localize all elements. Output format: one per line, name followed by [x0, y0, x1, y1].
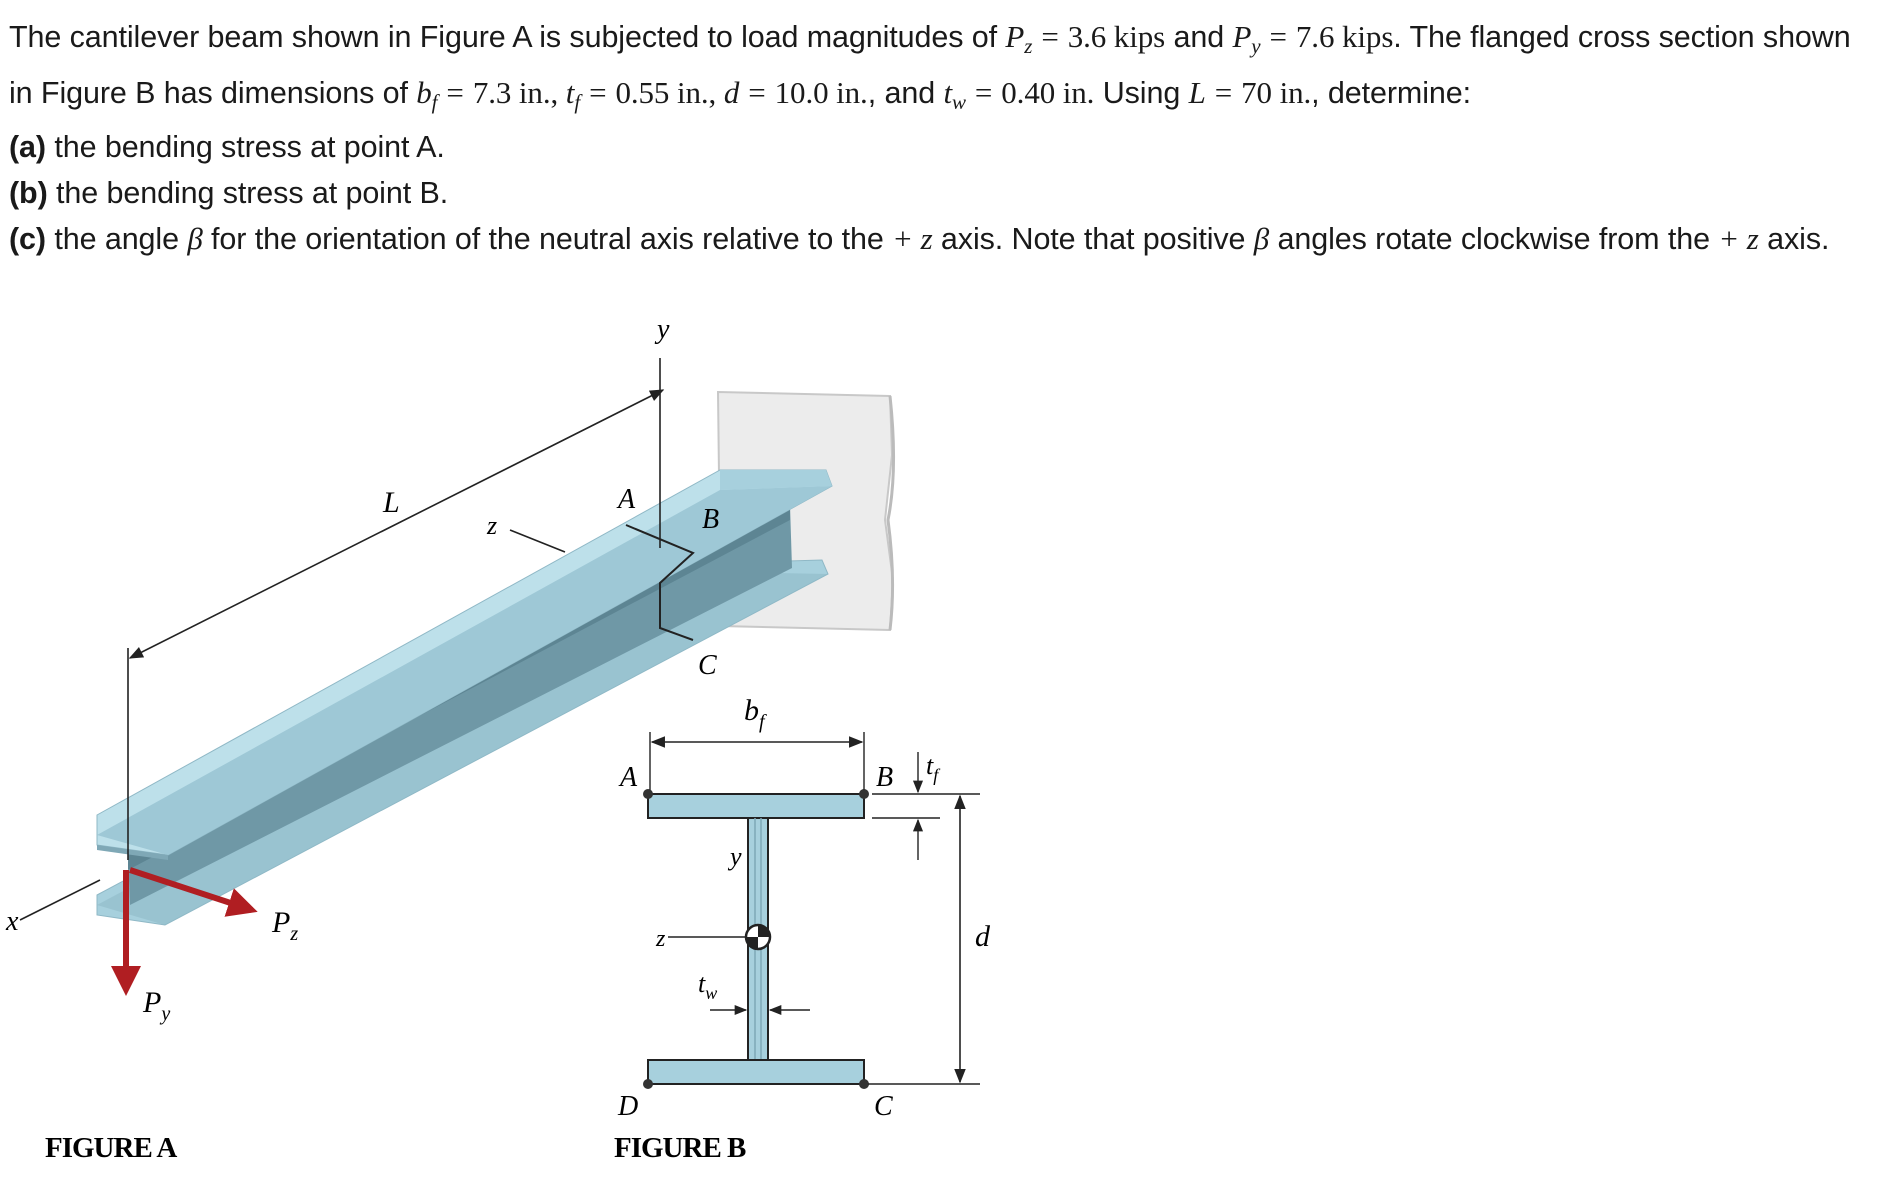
figure-b-caption: FIGURE B: [614, 1132, 746, 1164]
label-A-b: A: [618, 762, 638, 793]
part-c-text-1: the angle: [45, 222, 188, 256]
part-c-text-3: axis. Note that positive: [932, 222, 1254, 256]
part-c-text-2: for the orientation of the neutral axis …: [202, 222, 893, 256]
bottom-flange: [647, 1059, 865, 1085]
label-y: y: [654, 314, 670, 345]
equals: =: [589, 74, 607, 110]
part-b-label: (b): [9, 175, 48, 210]
pz-value: 3.6 kips: [1067, 19, 1166, 54]
using-text: Using: [1094, 75, 1189, 110]
z-axis: [509, 529, 566, 553]
x-axis: [19, 879, 101, 921]
label-D-b: D: [617, 1091, 638, 1122]
section-marker: [625, 524, 695, 641]
label-A: A: [616, 484, 636, 515]
figures: L y z A B C x Pz Py FIGURE A: [5, 314, 991, 1164]
label-z: z: [486, 511, 497, 540]
comma: ,: [708, 74, 724, 110]
label-d: d: [975, 920, 991, 953]
problem-statement: The cantilever beam shown in Figure A is…: [9, 14, 1871, 263]
L-symbol: L: [1188, 74, 1206, 110]
equals: =: [1214, 74, 1233, 110]
beta-symbol: β: [187, 221, 203, 256]
tw-symbol: t: [943, 74, 952, 110]
label-C: C: [698, 650, 717, 681]
pz-arrow: [129, 867, 258, 917]
plus-z: + z: [892, 221, 933, 256]
d-symbol: d: [723, 74, 740, 110]
label-L: L: [382, 486, 400, 519]
label-tw: tw: [698, 969, 717, 1003]
tf-symbol: t: [565, 74, 575, 110]
part-c-text-5: axis.: [1758, 222, 1830, 256]
label-tf: tf: [926, 751, 941, 785]
top-flange: [647, 793, 865, 819]
py-symbol: P: [1232, 19, 1252, 54]
equals: =: [1269, 19, 1287, 54]
intro-text: The cantilever beam shown in Figure A is…: [9, 20, 1006, 54]
equals: =: [1041, 19, 1059, 54]
problem-intro: The cantilever beam shown in Figure A is…: [9, 14, 1871, 125]
part-a-label: (a): [9, 130, 46, 164]
equals: =: [748, 74, 766, 110]
label-C-b: C: [874, 1091, 893, 1122]
determine-text: , determine:: [1311, 75, 1471, 110]
point-D: [643, 1079, 653, 1089]
tw-value: 0.40 in.: [1001, 74, 1095, 110]
equals: =: [446, 74, 464, 110]
bf-symbol: b: [416, 74, 432, 110]
part-c-label: (c): [9, 222, 46, 256]
equals: =: [974, 74, 993, 110]
figure-b: z y bf tf d tw A B D C FIGURE B: [614, 694, 991, 1164]
pz-subscript: z: [1024, 34, 1033, 58]
beta-symbol: β: [1253, 221, 1270, 256]
tw-subscript: w: [951, 89, 966, 114]
tf-value: 0.55 in.: [615, 74, 709, 110]
pz-label: Pz: [271, 906, 298, 945]
label-x: x: [5, 906, 19, 937]
point-B: [859, 789, 869, 799]
and-text: and: [1165, 20, 1233, 54]
part-c-text-4: angles rotate clockwise from the: [1269, 222, 1719, 256]
figure-a: L y z A B C x Pz Py FIGURE A: [5, 314, 896, 1164]
bf-value: 7.3 in.: [472, 74, 551, 110]
part-b: (b) the bending stress at point B.: [9, 171, 1871, 217]
pz-symbol: P: [1005, 19, 1025, 54]
label-B-b: B: [876, 762, 893, 793]
py-label: Py: [142, 986, 170, 1025]
label-B: B: [702, 504, 719, 535]
part-a-text: the bending stress at point A.: [45, 130, 445, 164]
d-value: 10.0 in.: [774, 74, 868, 110]
L-dimension-line: [128, 389, 665, 659]
tf-subscript: f: [574, 89, 581, 114]
comma: ,: [550, 74, 566, 110]
part-b-text: the bending stress at point B.: [47, 175, 449, 210]
label-y-b: y: [727, 842, 742, 871]
L-value: 70 in.: [1241, 74, 1312, 110]
py-value: 7.6 kips: [1295, 19, 1394, 54]
label-bf: bf: [744, 694, 767, 733]
part-c: (c) the angle β for the orientation of t…: [9, 216, 1871, 263]
point-A: [643, 789, 653, 799]
intro-text-2: . The flanged cross section shown in Fig…: [9, 20, 1851, 110]
figure-a-caption: FIGURE A: [45, 1132, 177, 1164]
plus-z: + z: [1718, 221, 1759, 256]
point-C: [859, 1079, 869, 1089]
bf-subscript: f: [431, 89, 438, 114]
py-subscript: y: [1251, 34, 1261, 58]
and-text-2: , and: [867, 75, 944, 110]
part-a: (a) the bending stress at point A.: [9, 125, 1871, 171]
label-z-b: z: [655, 926, 666, 952]
